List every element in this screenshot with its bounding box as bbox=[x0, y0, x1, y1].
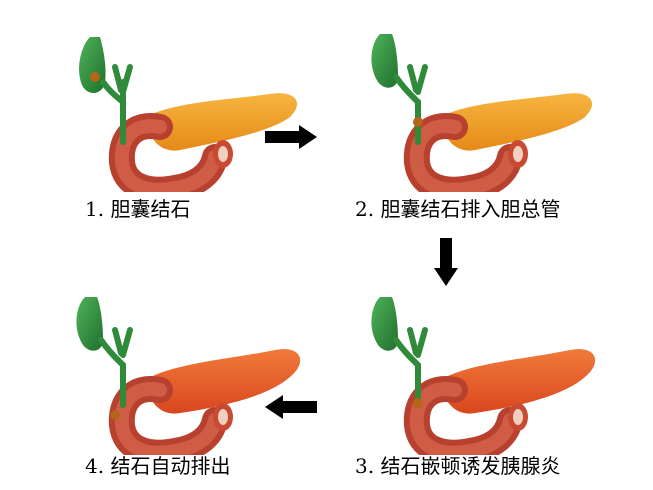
caption-step-3: 3. 结石嵌顿诱发胰腺炎 bbox=[355, 454, 561, 478]
bile-duct bbox=[393, 64, 428, 145]
gallstone bbox=[413, 398, 423, 408]
gallbladder bbox=[371, 297, 398, 351]
gallbladder bbox=[371, 34, 398, 88]
bile-duct bbox=[393, 327, 428, 408]
caption-step-1: 1. 胆囊结石 bbox=[85, 197, 191, 221]
caption-step-2: 2. 胆囊结石排入胆总管 bbox=[355, 197, 561, 221]
arrow-down-icon bbox=[434, 238, 458, 286]
panel-step-3 bbox=[350, 285, 600, 455]
gallstone bbox=[413, 117, 423, 127]
panel-step-2 bbox=[350, 22, 600, 192]
gallbladder bbox=[76, 297, 103, 351]
panel-step-4 bbox=[55, 285, 305, 455]
pancreas bbox=[440, 93, 593, 151]
pancreas bbox=[440, 349, 596, 414]
pancreas bbox=[145, 93, 298, 151]
pancreas bbox=[145, 349, 301, 414]
bile-duct bbox=[100, 64, 133, 145]
bile-duct bbox=[98, 327, 133, 408]
arrow-left-icon bbox=[265, 395, 317, 419]
panel-step-1 bbox=[55, 22, 305, 192]
gallstone bbox=[110, 410, 120, 420]
caption-step-4: 4. 结石自动排出 bbox=[85, 454, 231, 478]
arrow-right-icon bbox=[265, 125, 317, 149]
gallstone bbox=[90, 72, 100, 82]
